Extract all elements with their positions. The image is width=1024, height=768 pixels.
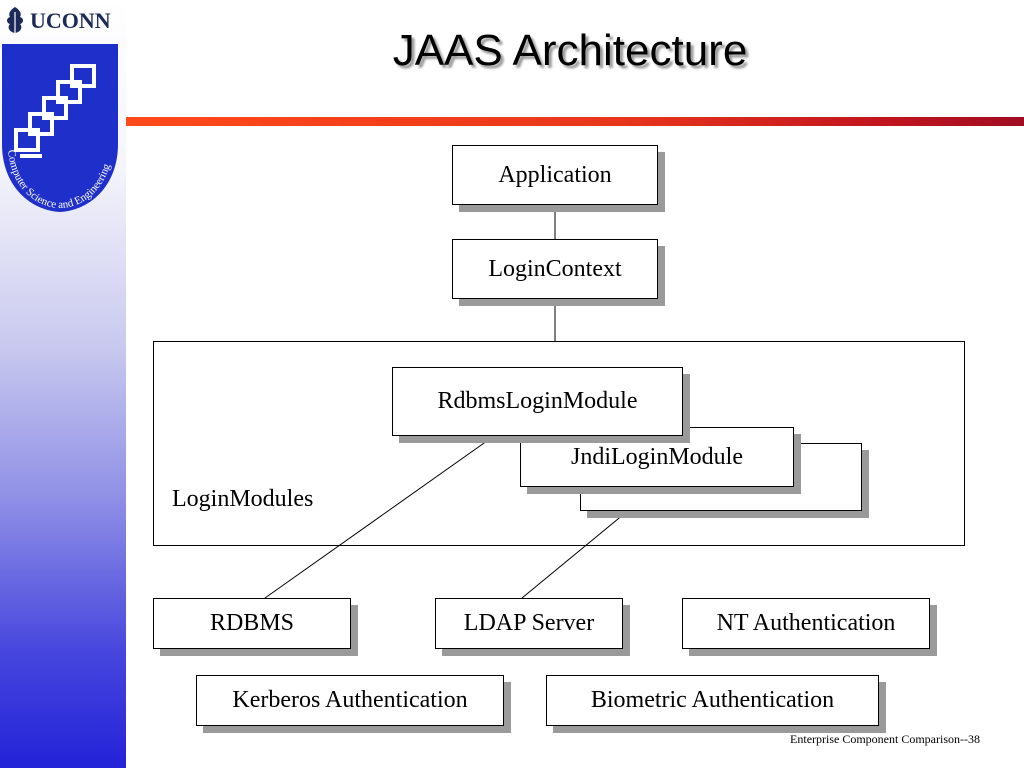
uconn-wordmark: UCONN <box>30 8 111 33</box>
ldap-server-label: LDAP Server <box>463 610 595 636</box>
stacked-computers-icon <box>14 64 96 158</box>
kerberos-authentication-label: Kerberos Authentication <box>232 687 468 713</box>
rdbms-label: RDBMS <box>209 610 295 636</box>
uconn-header: UCONN <box>4 6 111 36</box>
login-context-box: LoginContext <box>452 239 658 299</box>
nt-authentication-label: NT Authentication <box>716 610 896 636</box>
biometric-authentication-label: Biometric Authentication <box>590 687 835 713</box>
login-context-label: LoginContext <box>488 255 622 282</box>
ldap-server-box: LDAP Server <box>435 598 623 649</box>
rdbms-box: RDBMS <box>153 598 351 649</box>
nt-authentication-box: NT Authentication <box>682 598 930 649</box>
jndi-login-module-label: JndiLoginModule <box>571 443 743 470</box>
slide-title: JAAS Architecture <box>392 26 748 75</box>
title-rule <box>126 117 1024 126</box>
kerberos-authentication-box: Kerberos Authentication <box>196 675 504 726</box>
biometric-authentication-box: Biometric Authentication <box>546 675 879 726</box>
rdbms-login-module-label: RdbmsLoginModule <box>437 388 638 414</box>
application-label: Application <box>498 161 612 188</box>
rdbms-login-module-box: RdbmsLoginModule <box>392 367 683 436</box>
login-modules-label: LoginModules <box>172 486 314 512</box>
jndi-login-module-box: JndiLoginModule <box>520 427 794 487</box>
connector-rdbms <box>264 435 495 599</box>
slide-footer: Enterprise Component Comparison--38 <box>790 732 980 746</box>
cse-logo: Computer Science and Engineering <box>2 44 118 212</box>
application-box: Application <box>452 145 658 205</box>
oak-leaf-icon <box>7 7 23 35</box>
